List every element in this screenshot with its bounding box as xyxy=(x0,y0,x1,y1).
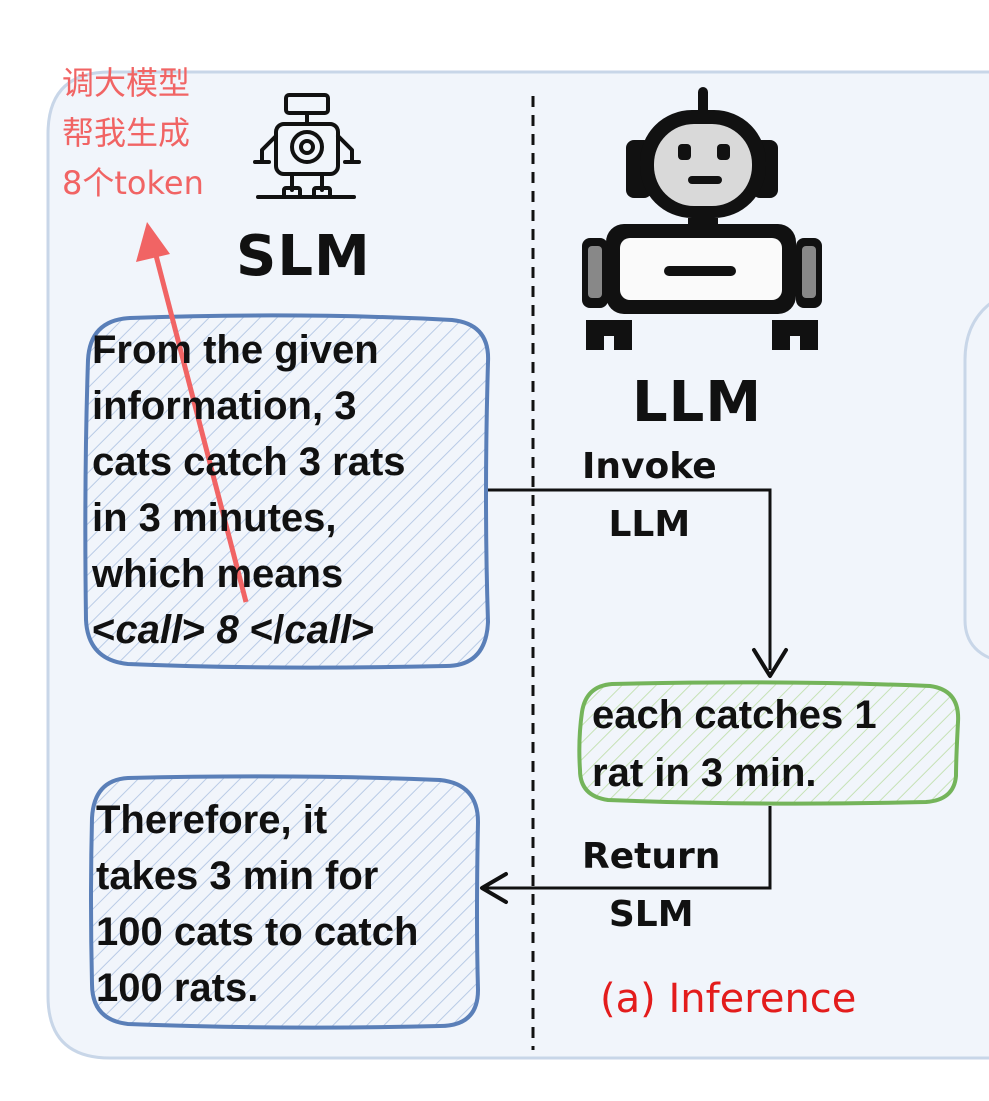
box-line: 100 rats. xyxy=(96,966,259,1010)
call-line: <call> 8 </call> xyxy=(92,602,406,658)
annotation-line: 调大模型 xyxy=(62,64,191,102)
box-line: cats catch 3 rats xyxy=(92,440,406,484)
box-line: rat in 3 min. xyxy=(592,751,817,795)
slm-reasoning-box: From the given information, 3 cats catch… xyxy=(92,322,406,658)
box-line: Therefore, it xyxy=(96,798,328,842)
small-robot-icon xyxy=(253,93,361,199)
call-value: 8 xyxy=(205,608,250,652)
slm-title: SLM xyxy=(236,224,371,289)
box-line: each catches 1 xyxy=(592,693,877,737)
return-label-line: SLM xyxy=(608,894,694,935)
invoke-label-line: Invoke xyxy=(582,446,717,487)
call-close-tag: </call> xyxy=(249,608,375,652)
box-line: 100 cats to catch xyxy=(96,910,419,954)
return-arrowhead xyxy=(480,872,508,904)
annotation-line: 帮我生成 xyxy=(62,114,191,152)
return-label-line: Return xyxy=(582,836,721,877)
box-line: which means xyxy=(92,552,344,596)
call-open-tag: <call> xyxy=(92,608,206,652)
box-line: takes 3 min for xyxy=(96,854,379,898)
box-line: in 3 minutes, xyxy=(92,496,337,540)
invoke-arrowhead xyxy=(752,648,788,678)
annotation-text: 调大模型 帮我生成 8个token xyxy=(62,58,204,208)
slm-conclusion-box-shape xyxy=(89,774,481,1030)
panel-right-notch xyxy=(963,302,989,660)
annotation-arrowhead xyxy=(136,222,170,262)
slm-reasoning-box-shape xyxy=(83,313,491,670)
invoke-label-line: LLM xyxy=(608,504,691,545)
return-arrow xyxy=(486,806,772,890)
return-label: Return SLM xyxy=(582,828,720,944)
llm-response-box: each catches 1 rat in 3 min. xyxy=(592,686,877,802)
annotation-arrow-line xyxy=(149,239,249,603)
llm-response-box-shape xyxy=(577,680,961,806)
annotation-line: 8个token xyxy=(62,164,204,202)
invoke-arrow xyxy=(488,488,772,670)
box-line: information, 3 xyxy=(92,384,357,428)
caption: (a) Inference xyxy=(600,976,857,1022)
llm-title: LLM xyxy=(632,370,763,435)
box-line: From the given xyxy=(92,328,379,372)
large-robot-icon xyxy=(582,87,822,350)
slm-conclusion-box: Therefore, it takes 3 min for 100 cats t… xyxy=(96,792,418,1016)
invoke-label: Invoke LLM xyxy=(582,438,717,554)
